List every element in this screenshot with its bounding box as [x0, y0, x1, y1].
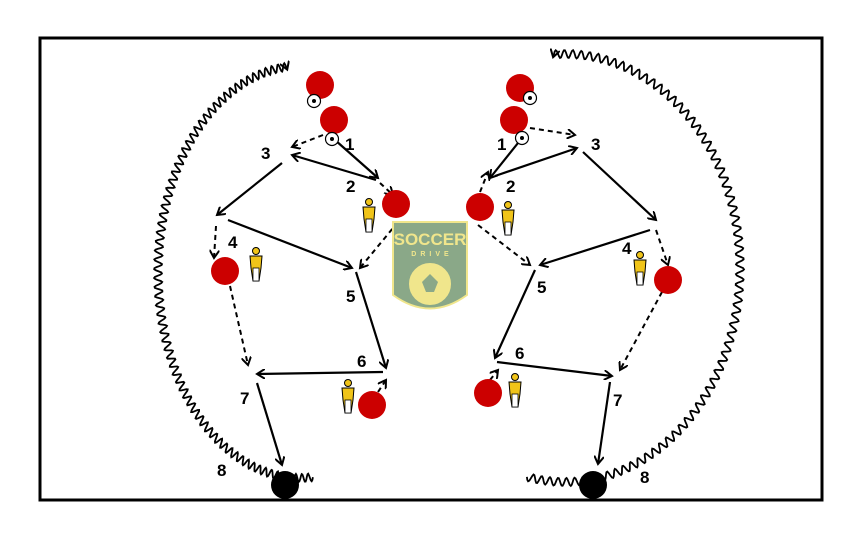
mannequin-icon: [501, 201, 515, 236]
ball-patch: [312, 99, 316, 103]
mannequin-head: [252, 247, 260, 255]
run-arrow: [529, 127, 575, 135]
pass-arrow: [496, 360, 612, 376]
logo-text-drive: DRIVE: [411, 251, 452, 258]
soccer-ball-icon: [514, 130, 530, 146]
pass-arrow: [292, 155, 377, 182]
movement-paths: [152, 50, 746, 488]
pass-arrow: [598, 381, 612, 464]
run-arrow: [379, 182, 393, 195]
pass-arrow: [495, 269, 537, 358]
dribble-path-left: [152, 63, 314, 484]
pass-arrow: [490, 137, 523, 178]
left-label-3: 3: [261, 144, 270, 163]
player-marker: [466, 193, 494, 221]
run-arrow: [360, 221, 399, 268]
run-arrow: [490, 370, 498, 381]
left-label-2: 2: [346, 177, 355, 196]
left-label-4: 4: [228, 233, 238, 252]
left-label-6: 6: [357, 352, 366, 371]
dribble-path-right: [526, 50, 746, 488]
pass-arrow: [354, 271, 386, 368]
right-label-4: 4: [622, 239, 632, 258]
player-marker: [211, 257, 239, 285]
ball-patch: [520, 136, 524, 140]
mannequin-legs: [252, 267, 260, 282]
left-label-7: 7: [240, 389, 249, 408]
left-label-1: 1: [345, 135, 354, 154]
run-arrow: [377, 380, 386, 393]
left-label-5: 5: [346, 287, 355, 306]
cone-marker: [579, 471, 607, 499]
player-marker: [474, 379, 502, 407]
ball-patch: [330, 137, 334, 141]
soccer-ball-icon: [324, 131, 340, 147]
run-arrow: [292, 134, 324, 147]
mannequin-head: [636, 251, 644, 259]
pass-arrow: [255, 382, 282, 465]
logo-text-soccer: SOCCER: [394, 230, 467, 249]
mannequin-legs: [365, 218, 373, 233]
right-label-2: 2: [506, 177, 515, 196]
player-marker: [306, 71, 334, 99]
mannequin-legs: [511, 393, 519, 408]
pass-arrow: [227, 218, 352, 268]
mannequin-legs: [636, 271, 644, 286]
run-arrow: [620, 291, 663, 370]
soccer-drive-logo: SOCCER DRIVE: [392, 221, 468, 310]
player-marker: [500, 106, 528, 134]
right-label-8: 8: [640, 468, 649, 487]
mannequin-icon: [508, 373, 522, 408]
mannequin-head: [504, 201, 512, 209]
mannequin-icon: [362, 198, 376, 233]
right-label-6: 6: [515, 344, 524, 363]
pass-arrow: [334, 139, 378, 178]
mannequin-head: [511, 373, 519, 381]
right-label-3: 3: [591, 135, 600, 154]
mannequin-legs: [344, 399, 352, 414]
pass-arrow: [494, 148, 577, 178]
left-label-8: 8: [217, 461, 226, 480]
ball-patch: [528, 96, 532, 100]
right-label-5: 5: [537, 278, 546, 297]
mannequin-icon: [633, 251, 647, 286]
mannequin-icon: [341, 379, 355, 414]
pass-arrow: [217, 162, 283, 215]
run-arrow: [655, 229, 668, 265]
pass-arrow: [257, 372, 384, 374]
pass-arrow: [540, 228, 651, 265]
soccer-ball-icon: [306, 93, 322, 109]
player-marker: [654, 266, 682, 294]
run-arrow: [477, 224, 530, 265]
player-marker: [358, 391, 386, 419]
run-arrow: [229, 285, 248, 365]
players-and-equipment: [211, 71, 682, 499]
mannequin-legs: [504, 221, 512, 236]
right-label-7: 7: [613, 391, 622, 410]
mannequin-head: [344, 379, 352, 387]
cone-marker: [271, 471, 299, 499]
player-marker: [320, 106, 348, 134]
mannequin-head: [365, 198, 373, 206]
run-arrow: [479, 172, 488, 193]
soccer-ball-icon: [522, 90, 538, 106]
player-marker: [382, 190, 410, 218]
mannequin-icon: [249, 247, 263, 282]
left-step-labels: 1 2 3 4 5 6 7 8: [217, 135, 366, 480]
right-label-1: 1: [497, 135, 506, 154]
right-step-labels: 1 2 3 4 5 6 7 8: [497, 135, 649, 487]
pass-arrow: [582, 151, 656, 220]
